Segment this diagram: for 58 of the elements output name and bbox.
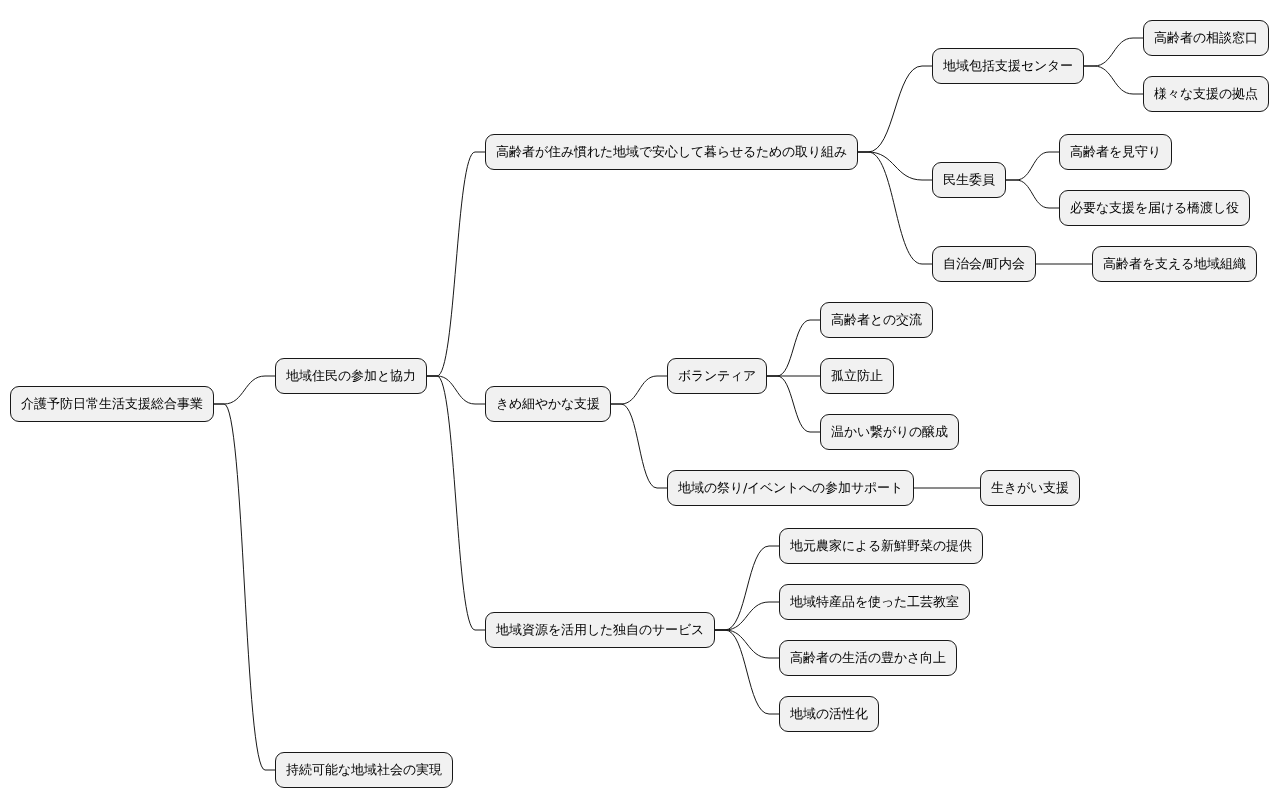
topic-text: 介護予防日常生活支援総合事業	[21, 395, 203, 413]
topic-text: 温かい繋がりの醸成	[831, 423, 948, 441]
topic-text: 自治会/町内会	[943, 255, 1026, 273]
topic-text: 地域特産品を使った工芸教室	[790, 593, 959, 611]
topic-box	[932, 246, 1037, 282]
topic-box	[10, 386, 214, 422]
topic-text: 様々な支援の拠点	[1154, 85, 1258, 103]
topic-box	[275, 752, 453, 788]
topic-text: 地域包括支援センター	[943, 57, 1073, 75]
topic-box	[779, 696, 879, 732]
topic-box	[667, 358, 767, 394]
topic-box	[820, 414, 959, 450]
topic-text: 地元農家による新鮮野菜の提供	[790, 537, 972, 555]
topic-box	[779, 640, 957, 676]
topic-text: きめ細やかな支援	[496, 395, 600, 413]
topic-box	[1059, 190, 1250, 226]
topic-text: 地域住民の参加と協力	[286, 367, 416, 385]
topic-box	[485, 612, 715, 648]
topic-text: 地域資源を活用した独自のサービス	[496, 621, 704, 639]
connector-line	[766, 375, 821, 433]
connector-line	[1083, 65, 1144, 95]
topic-text: 高齢者との交流	[831, 311, 922, 329]
topic-box	[485, 134, 858, 170]
topic-text: 地域の活性化	[790, 705, 868, 723]
connector-line	[610, 403, 668, 489]
topic-text: 地域の祭り/イベントへの参加サポート	[678, 479, 904, 497]
connector-line	[857, 151, 933, 265]
topic-text: 生きがい支援	[991, 479, 1069, 497]
topic-text: 高齢者を支える地域組織	[1103, 255, 1246, 273]
topic-box	[820, 358, 894, 394]
topic-box	[1143, 76, 1269, 112]
connector-line	[1005, 179, 1060, 209]
topic-box	[820, 302, 933, 338]
connector-line	[213, 403, 276, 771]
topic-box	[1059, 134, 1172, 170]
topic-box	[1092, 246, 1257, 282]
topic-text: 必要な支援を届ける橋渡し役	[1070, 199, 1239, 217]
topic-text: 高齢者を見守り	[1070, 143, 1161, 161]
topic-text: 高齢者の相談窓口	[1154, 29, 1258, 47]
connector-line	[714, 629, 780, 715]
connector-line	[426, 375, 486, 631]
topic-text: 民生委員	[943, 171, 995, 189]
topic-box	[932, 162, 1006, 198]
topic-text: 孤立防止	[831, 367, 883, 385]
connector-line	[1035, 263, 1093, 265]
topic-box	[980, 470, 1080, 506]
topic-box	[932, 48, 1084, 84]
topic-text: ボランティア	[678, 367, 756, 385]
topic-box	[485, 386, 611, 422]
topic-text: 持続可能な地域社会の実現	[286, 761, 442, 779]
topic-box	[1143, 20, 1269, 56]
topic-box	[779, 528, 983, 564]
topic-box	[779, 584, 970, 620]
topic-text: 高齢者の生活の豊かさ向上	[790, 649, 946, 667]
topic-box	[275, 358, 427, 394]
topic-text: 高齢者が住み慣れた地域で安心して暮らせるための取り組み	[496, 143, 847, 161]
connector-line	[913, 487, 981, 489]
topic-box	[667, 470, 915, 506]
